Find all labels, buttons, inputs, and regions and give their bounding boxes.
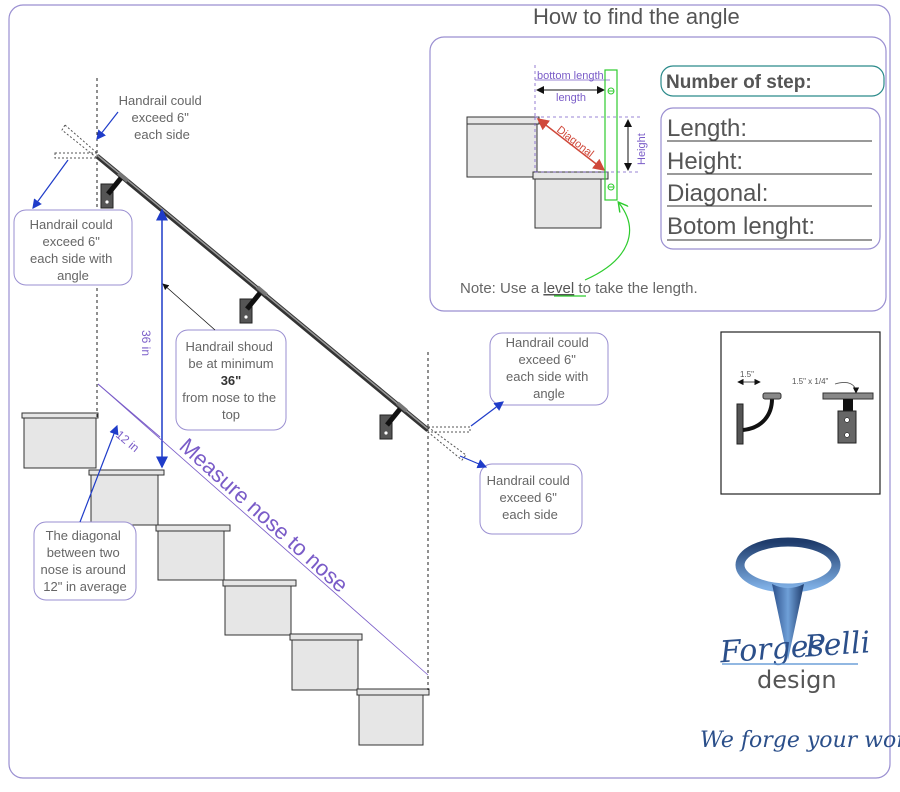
dim-12-label: 12 in xyxy=(113,428,142,455)
length-label: length xyxy=(556,92,586,104)
nose-to-nose-line xyxy=(97,383,429,676)
note-right-angle: Handrail could exceed 6" each side with … xyxy=(470,332,609,427)
angle-step-lower xyxy=(532,171,609,229)
level-note: Note: Use a level to take the length. xyxy=(460,280,698,297)
dim-36-label: 36 in xyxy=(139,330,153,356)
fields-box xyxy=(660,107,881,250)
field-length: Length: xyxy=(667,115,747,142)
svg-text:Handrail could exceed 6": Handrail could exceed 6" each side xyxy=(487,473,574,522)
svg-text:Handrail could exceed 6": Handrail could exceed 6" each side with … xyxy=(506,335,593,401)
logo-sub: design xyxy=(757,666,837,694)
note-left-angle: Handrail could exceed 6" each side with … xyxy=(13,159,133,286)
step xyxy=(289,633,363,691)
svg-text:36": 36" xyxy=(221,373,242,388)
field-bottom-length: Botom lenght: xyxy=(667,213,815,240)
angle-step-upper xyxy=(466,116,540,178)
note-top-left: Handrail could exceed 6" each side xyxy=(96,93,206,142)
forges-pelli-logo: Forges Pelli design xyxy=(718,537,872,694)
tagline: We forge your world xyxy=(700,728,900,753)
svg-text:from nose to the top: from nose to the top xyxy=(182,390,280,422)
height-label: Height xyxy=(636,133,648,165)
logo-right: Pelli xyxy=(803,625,872,665)
bracket-dim-a: 1.5" xyxy=(740,370,754,379)
bracket-detail-panel: 1.5" 1.5" x 1/4" xyxy=(720,331,881,495)
steps-box xyxy=(660,65,885,97)
step xyxy=(222,579,297,636)
bracket-dim-b: 1.5" x 1/4" xyxy=(792,377,829,386)
svg-text:The diagonal between two: The diagonal between two nose is around … xyxy=(41,528,130,594)
wall-bracket xyxy=(239,285,268,324)
steps-label: Number of step: xyxy=(666,72,812,93)
bottom-length-label: bottom length xyxy=(537,70,604,82)
note-right-bottom: Handrail could exceed 6" each side xyxy=(459,455,583,535)
svg-text:Handrail could exceed 6": Handrail could exceed 6" each side xyxy=(119,93,206,142)
svg-text:Handrail could exceed 6": Handrail could exceed 6" each side with … xyxy=(30,217,117,283)
step xyxy=(356,688,430,746)
level-tool xyxy=(604,69,618,201)
step xyxy=(155,524,231,581)
svg-text:Handrail shoud be at min: Handrail shoud be at minimum xyxy=(185,339,276,371)
wall-bracket xyxy=(379,401,408,440)
stair-steps xyxy=(21,412,430,746)
note-diagonal: The diagonal between two nose is around … xyxy=(33,424,137,601)
outer-frame xyxy=(8,4,891,779)
step xyxy=(21,412,99,469)
field-diagonal: Diagonal: xyxy=(667,180,768,207)
note-minimum-height: Handrail shoud be at minimum 36" from no… xyxy=(162,283,287,431)
wall-bracket xyxy=(100,171,129,209)
step xyxy=(88,469,165,526)
angle-panel: bottom length length Diagonal Height Not… xyxy=(429,36,887,312)
page-title: How to find the angle xyxy=(533,4,740,29)
handrail-extension xyxy=(54,124,471,461)
field-height: Height: xyxy=(667,148,743,175)
